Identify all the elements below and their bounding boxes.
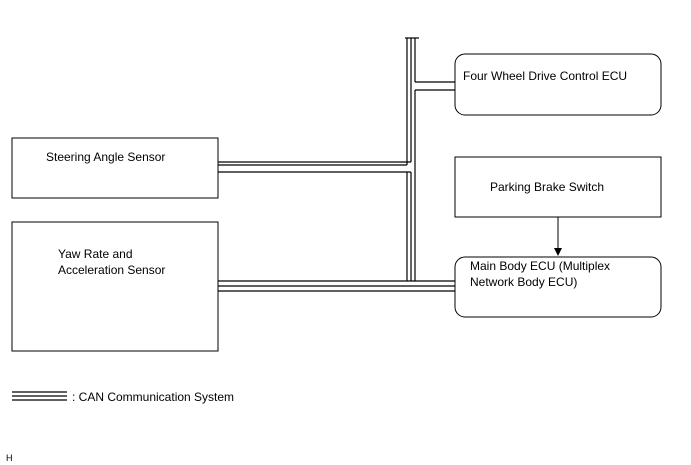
steering-angle-sensor-label: Steering Angle Sensor <box>46 150 165 164</box>
main-body-ecu-label-line-1: Main Body ECU (Multiplex <box>470 259 610 273</box>
yaw-rate-sensor-label-line-2: Acceleration Sensor <box>58 263 165 277</box>
can-line-legend-swatch <box>12 391 67 401</box>
can-legend-label: : CAN Communication System <box>72 390 234 404</box>
main-body-ecu-label-line-2: Network Body ECU) <box>470 275 577 289</box>
four-wheel-drive-ecu-node: Four Wheel Drive Control ECU <box>454 53 662 116</box>
yaw-rate-sensor-node: Yaw Rate and Acceleration Sensor <box>11 221 219 352</box>
yaw-rate-sensor-label-line-1: Yaw Rate and <box>58 247 133 261</box>
corner-mark: H <box>6 453 13 463</box>
four-wheel-drive-ecu-label: Four Wheel Drive Control ECU <box>463 69 627 83</box>
can-bus <box>218 37 455 292</box>
main-body-ecu-node: Main Body ECU (Multiplex Network Body EC… <box>454 256 662 318</box>
parking-brake-switch-label: Parking Brake Switch <box>490 180 604 194</box>
parking-brake-switch-node: Parking Brake Switch <box>454 156 662 218</box>
steering-angle-sensor-node: Steering Angle Sensor <box>11 137 219 199</box>
legend: : CAN Communication System <box>12 390 234 404</box>
